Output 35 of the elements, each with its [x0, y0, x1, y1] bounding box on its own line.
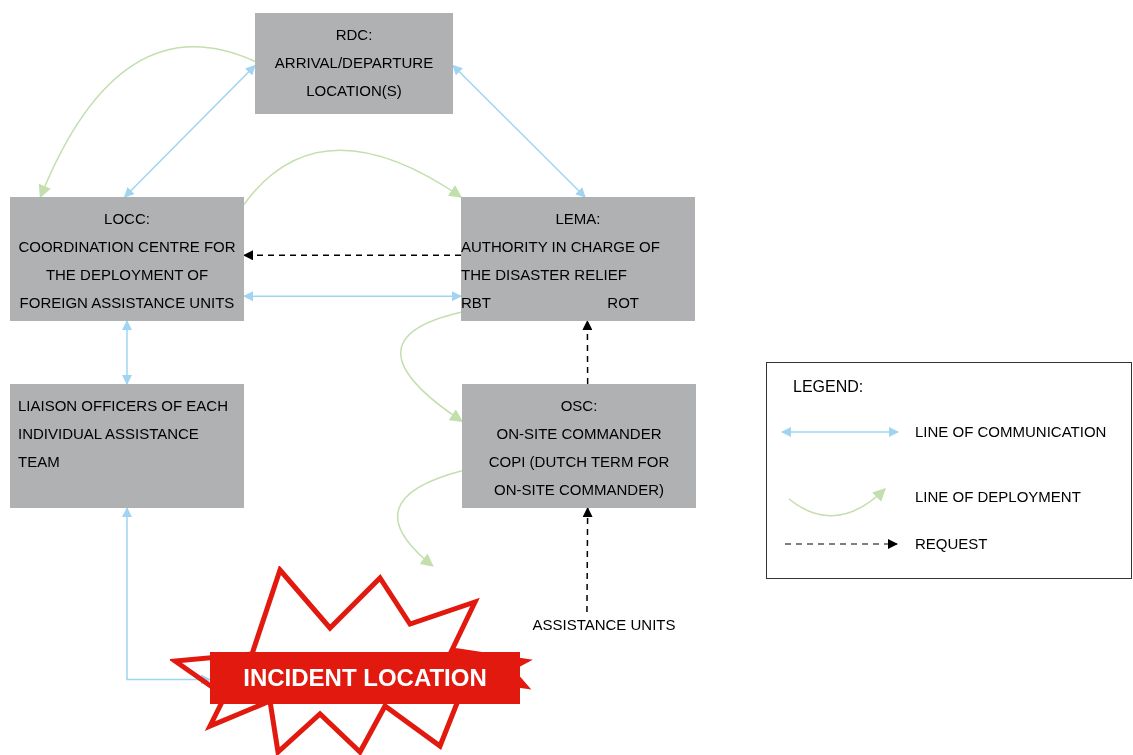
legend-label: REQUEST [915, 534, 988, 554]
legend-title: LEGEND: [793, 377, 864, 397]
arrow [122, 320, 132, 385]
process-box [10, 197, 244, 321]
arrow [452, 64, 586, 198]
process-box [462, 384, 696, 508]
arrow [582, 507, 593, 613]
arrow [396, 470, 463, 567]
process-box [461, 197, 695, 321]
process-box [255, 13, 453, 114]
arrow [243, 149, 463, 206]
box-text: ARRIVAL/DEPARTURE LOCATION(S) [273, 53, 435, 101]
arrow [243, 250, 462, 261]
box-text: RBT [461, 293, 491, 313]
process-box [10, 384, 244, 508]
box-heading: RDC: [334, 25, 374, 45]
box-heading: LEMA: [554, 209, 602, 229]
box-heading: OSC: [559, 396, 599, 416]
arrow [243, 291, 462, 302]
arrow [39, 46, 256, 199]
box-text: ON-SITE COMMANDER [495, 424, 663, 444]
arrow [122, 507, 211, 685]
box-text: LIAISON OFFICERS OF EACH INDIVIDUAL ASSISTANCE TEAM [18, 396, 230, 472]
box-text: ROT [607, 293, 639, 313]
banner-label: INCIDENT LOCATION [210, 652, 520, 704]
box-text: COORDINATION CENTRE FOR THE DEPLOYMENT OF FOREIGN ASSISTANCE UNITS [17, 237, 237, 313]
legend-label: LINE OF COMMUNICATION [915, 422, 1107, 442]
text-label: ASSISTANCE UNITS [532, 614, 676, 635]
box-text: COPI (DUTCH TERM FOR ON-SITE COMMANDER) [487, 452, 671, 500]
box-text: AUTHORITY IN CHARGE OF THE DISASTER RELIEF [461, 237, 661, 285]
box-heading: LOCC: [103, 209, 151, 229]
arrow [400, 311, 464, 422]
arrow [123, 64, 256, 198]
arrow [582, 320, 593, 385]
legend-label: LINE OF DEPLOYMENT [915, 486, 1081, 507]
